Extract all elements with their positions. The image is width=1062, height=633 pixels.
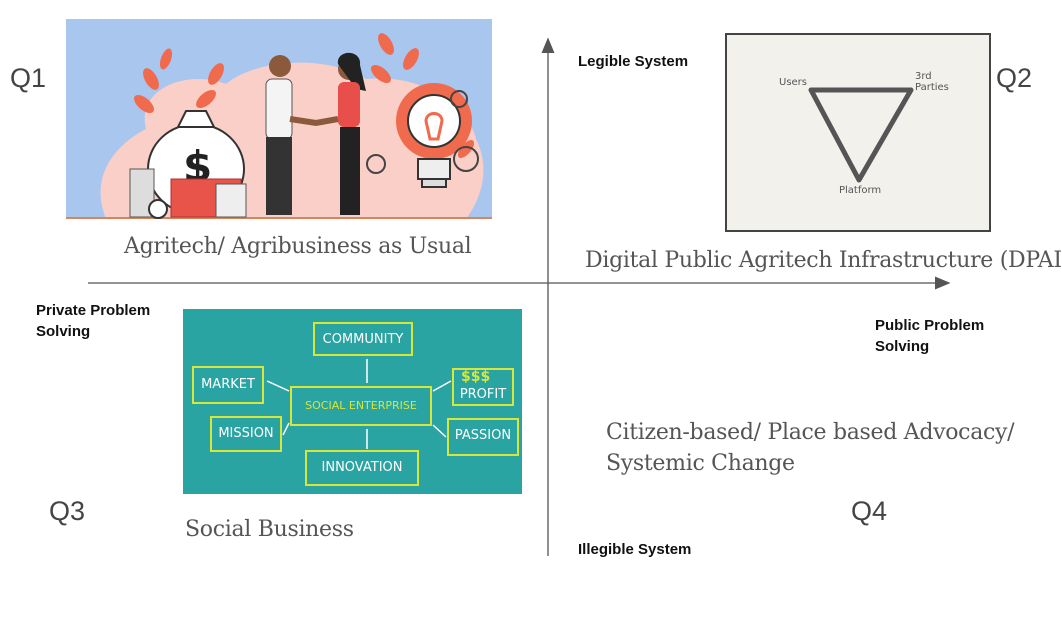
se-dollars-label: $$$ bbox=[461, 369, 491, 385]
caption-q2: Digital Public Agritech Infrastructure (… bbox=[585, 248, 1062, 273]
se-passion-label: PASSION bbox=[454, 428, 512, 443]
quadrant-label-q4: Q4 bbox=[851, 496, 888, 526]
se-community-label: COMMUNITY bbox=[322, 332, 404, 347]
caption-q3: Social Business bbox=[185, 517, 354, 542]
platform-sketch: Users 3rd Parties Platform bbox=[725, 33, 991, 232]
caption-q4: Citizen-based/ Place based Advocacy/ Sys… bbox=[606, 417, 1015, 479]
caption-q1: Agritech/ Agribusiness as Usual bbox=[124, 234, 472, 259]
caption-q4-line2: Systemic Change bbox=[606, 451, 795, 476]
sketch-label-users: Users bbox=[779, 77, 808, 88]
axis-label-right: Public Problem Solving bbox=[875, 315, 984, 357]
axis-label-top: Legible System bbox=[578, 53, 689, 70]
se-innovation-label: INNOVATION bbox=[321, 460, 403, 475]
axis-label-right-line2: Solving bbox=[875, 338, 930, 355]
sketch-label-third-parties: 3rd Parties bbox=[915, 71, 949, 93]
axis-label-left-line1: Private Problem bbox=[36, 302, 151, 319]
quadrant-label-q1: Q1 bbox=[10, 63, 47, 93]
social-enterprise-graphic: SOCIAL ENTERPRISE COMMUNITY MARKET MISSI… bbox=[183, 309, 522, 494]
axis-label-left-line2: Solving bbox=[36, 323, 91, 340]
sketch-label-third-parties-line1: 3rd bbox=[915, 71, 932, 82]
se-market-label: MARKET bbox=[201, 377, 255, 392]
se-center-label: SOCIAL ENTERPRISE bbox=[305, 399, 417, 412]
agribusiness-illustration: $ bbox=[66, 19, 492, 219]
se-profit-label: PROFIT bbox=[459, 387, 507, 402]
caption-q4-line1: Citizen-based/ Place based Advocacy/ bbox=[606, 420, 1015, 445]
axis-label-bottom: Illegible System bbox=[578, 541, 692, 558]
quadrant-label-q2: Q2 bbox=[996, 63, 1033, 93]
quadrant-label-q3: Q3 bbox=[49, 496, 86, 526]
sketch-label-platform: Platform bbox=[839, 185, 882, 196]
se-mission-label: MISSION bbox=[218, 426, 274, 441]
axis-label-right-line1: Public Problem bbox=[875, 317, 985, 334]
axis-label-left: Private Problem Solving bbox=[36, 300, 150, 342]
sketch-label-third-parties-line2: Parties bbox=[915, 82, 949, 93]
